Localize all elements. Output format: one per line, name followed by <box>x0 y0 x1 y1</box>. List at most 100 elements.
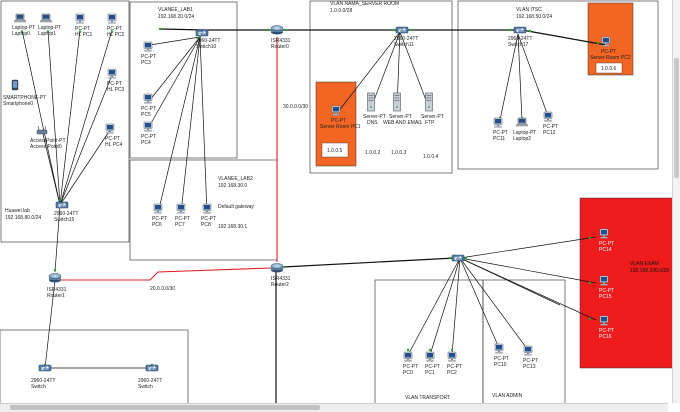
transport-pc0[interactable]: PC-PT PC0 <box>403 351 418 376</box>
pc-icon <box>75 13 85 24</box>
server-ftp-name: FTP <box>425 120 435 126</box>
transport-pc2[interactable]: PC-PT PC2 <box>447 351 462 376</box>
hl-pc3-type: PC-PT <box>107 81 122 87</box>
switch-sw10[interactable]: 2960-24TT Switch10 <box>195 29 220 50</box>
pc-icon <box>425 351 435 362</box>
zone-itsc-box <box>457 0 659 170</box>
lab2-pc6-name: PC6 <box>152 222 162 228</box>
switch-bottom-left-2[interactable]: 2960-24TT Switch <box>138 364 162 390</box>
pc-icon <box>403 351 413 362</box>
laptop-icon <box>13 13 27 23</box>
access-point-0-name: Access Point0 <box>30 144 62 150</box>
server-web-name: WEB AND EMAIL <box>383 120 423 126</box>
router-icon <box>270 263 284 273</box>
router-r2-name: Router2 <box>271 282 289 288</box>
zone-lab2-net: 192.168.30.0 <box>218 183 247 189</box>
laptop-0-type: Laptop-PT <box>12 25 35 31</box>
server-room-pc1[interactable]: PC-PT Server Room PC1 <box>320 105 361 130</box>
pc-icon <box>153 203 163 214</box>
lab1-pc3[interactable]: PC-PT PC3 <box>141 41 156 66</box>
access-point-0-type: AccessPoint-PT <box>30 138 66 144</box>
server-web-type: Server-PT <box>389 114 412 120</box>
exam-pc16[interactable]: PC-PT PC16 <box>599 315 614 340</box>
pc-icon <box>331 105 341 116</box>
pc-icon <box>601 36 611 47</box>
server-ftp-ip: 1.0.0.4 <box>423 154 439 160</box>
zone-lab1-box <box>129 1 238 159</box>
server-room-pc2[interactable]: PC-PT Server Room PC2 <box>590 36 631 61</box>
exam-pc14[interactable]: PC-PT PC14 <box>599 228 614 253</box>
switch-exam[interactable] <box>451 254 465 262</box>
zone-server-room-box <box>309 0 453 174</box>
exam-pc14-type: PC-PT <box>599 241 614 247</box>
lab1-pc5[interactable]: PC-PT PC5 <box>141 93 156 118</box>
hl-pc3[interactable]: PC-PT HL PC3 <box>107 68 125 93</box>
laptop-icon <box>39 13 53 23</box>
hl-pc2-name: HL PC2 <box>107 32 125 38</box>
server-web-email[interactable]: Server-PT WEB AND EMAIL 1.0.0.3 <box>383 92 423 156</box>
switch-itsc-type: 2960-24TT <box>508 36 532 42</box>
server-dns-type: Server-PT <box>363 114 386 120</box>
switch-sw10-type: 2960-24TT <box>196 38 220 44</box>
server-icon <box>393 92 401 112</box>
horizontal-scrollbar[interactable] <box>0 403 668 412</box>
serial-link-label-r0-r2: 30.0.0.0/30 <box>283 104 308 110</box>
exam-pc16-type: PC-PT <box>599 328 614 334</box>
router-r0[interactable]: ISR4331 Router0 <box>270 25 291 51</box>
lab2-pc7[interactable]: PC-PT PC7 <box>175 203 190 228</box>
zone-transport-title: VLAN TRANSPORT <box>405 395 450 401</box>
laptop-0[interactable]: Laptop-PT Laptop0 <box>12 13 35 37</box>
laptop-1-name: Laptop1 <box>38 31 56 37</box>
hl-pc2[interactable]: PC-PT HL PC2 <box>107 13 125 38</box>
laptop-1[interactable]: Laptop-PT Laptop1 <box>38 13 61 37</box>
router-r2-type: ISR4331 <box>271 276 291 282</box>
access-point-0[interactable]: AccessPoint-PT Access Point0 <box>30 125 66 150</box>
pc-icon <box>107 13 117 24</box>
lab2-pc8[interactable]: PC-PT PC8 <box>201 203 216 228</box>
zone-itsc-title: VLAN ITSC <box>516 7 542 13</box>
transport-pc1[interactable]: PC-PT PC1 <box>425 351 440 376</box>
server-room-pc1-name: Server Room PC1 <box>320 124 361 130</box>
zone-exam-fill <box>579 197 680 369</box>
server-ftp[interactable]: Server-PT FTP 1.0.0.4 <box>421 92 444 160</box>
router-r2[interactable]: ISR4331 Router2 <box>270 263 291 289</box>
router-r1[interactable]: ISR4331 Router1 <box>47 273 67 300</box>
admin-pc10[interactable]: PC-PT PC10 <box>494 343 509 368</box>
access-links <box>21 29 597 369</box>
itsc-laptop2-name: Laptop2 <box>513 136 531 142</box>
itsc-pc11[interactable]: PC-PT PC11 <box>493 117 508 142</box>
itsc-pc11-name: PC11 <box>493 136 505 142</box>
exam-pc15[interactable]: PC-PT PC15 <box>599 275 614 300</box>
pc-icon <box>176 203 186 214</box>
switch-sw11[interactable]: 2960-24TT Switch11 <box>394 26 418 48</box>
lab1-pc4[interactable]: PC-PT PC4 <box>141 121 156 146</box>
switch-bottom-left-1[interactable]: 2960-24TT Switch <box>31 364 55 390</box>
switch-icon <box>451 254 465 262</box>
vertical-scrollbar-thumb[interactable] <box>674 58 679 178</box>
switch-itsc[interactable]: 2960-24TT Switch17 <box>508 26 532 48</box>
switch-sw15[interactable]: 2960-24TT Switch15 <box>54 201 78 223</box>
itsc-pc12[interactable]: PC-PT PC12 <box>543 111 558 136</box>
pc-icon <box>107 68 117 79</box>
switch-bl1-name: Switch <box>31 384 46 390</box>
horizontal-scrollbar-thumb[interactable] <box>10 405 320 410</box>
switch-icon <box>513 26 527 34</box>
smartphone-0[interactable]: SMARTPHONE-PT Smartphone0 <box>3 79 46 107</box>
lab2-pc6[interactable]: PC-PT PC6 <box>152 203 167 228</box>
zone-admin-box <box>482 279 566 406</box>
admin-pc10-name: PC10 <box>494 362 507 368</box>
exam-pc14-name: PC14 <box>599 247 612 253</box>
server-ftp-type: Server-PT <box>421 114 444 120</box>
admin-pc13[interactable]: PC-PT PC13 <box>523 345 538 370</box>
router-r0-name: Router0 <box>271 44 289 50</box>
switch-icon <box>145 364 159 372</box>
vertical-scrollbar[interactable] <box>672 0 680 403</box>
server-room-pc1-type: PC-PT <box>331 118 346 124</box>
itsc-laptop2[interactable]: Laptop-PT Laptop2 <box>513 117 536 142</box>
hl-pc4[interactable]: PC-PT HL PC4 <box>105 123 123 148</box>
hl-pc1[interactable]: PC-PT HL PC1 <box>75 13 93 38</box>
switch-icon <box>195 29 209 37</box>
pc-icon <box>143 41 153 52</box>
server-room-pc2-type: PC-PT <box>601 49 616 55</box>
server-dns[interactable]: Server-PT DNS 1.0.0.2 <box>363 92 386 156</box>
